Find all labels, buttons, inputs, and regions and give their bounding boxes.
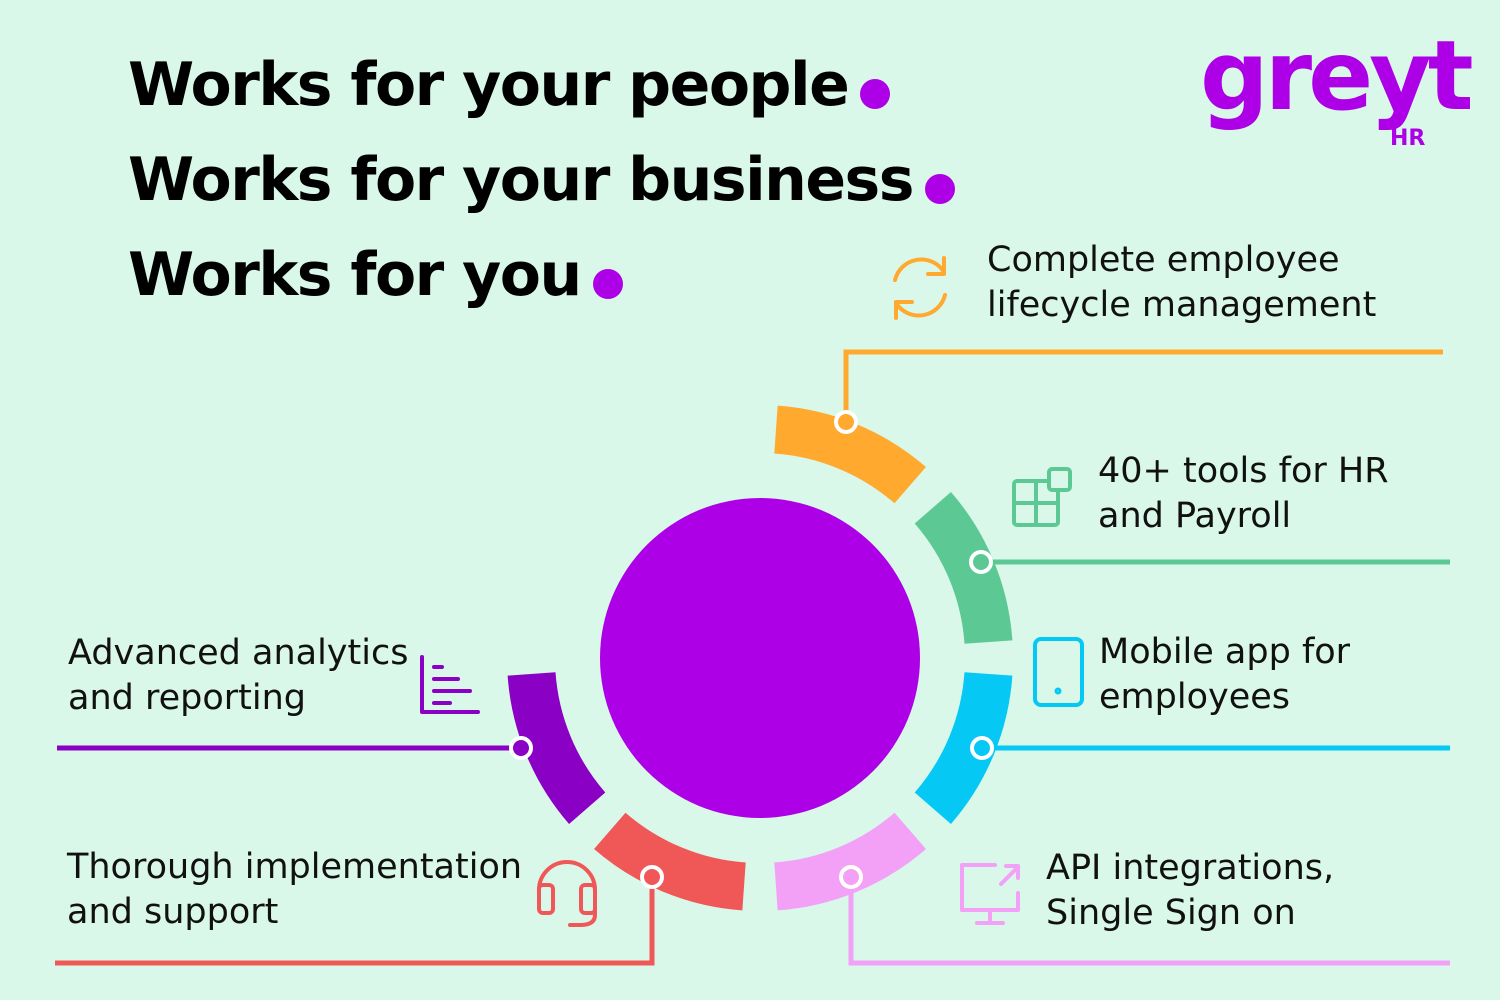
feature-text: and support — [67, 892, 279, 932]
feature-label-analytics: Advanced analytics and reporting — [68, 631, 408, 721]
connector-line-implementation — [55, 877, 655, 966]
feature-text: Single Sign on — [1046, 893, 1296, 933]
headline-business: Works for your business — [128, 150, 955, 210]
ring-segment-hr-tools — [914, 492, 1013, 644]
feature-label-lifecycle: Complete employee lifecycle management — [987, 238, 1376, 328]
feature-label-mobile-app: Mobile app for employees — [1099, 630, 1350, 720]
logo: greyt — [1200, 20, 1474, 132]
ring-segment-analytics — [507, 672, 606, 824]
headline-you: Works for you — [128, 245, 623, 305]
monitor-share-icon — [960, 863, 1020, 925]
logo-suffix: HR — [1390, 126, 1426, 151]
analytics-icon — [420, 655, 480, 714]
apps-icon — [1012, 467, 1072, 527]
headline-dot — [860, 79, 891, 109]
connector-dot-lifecycle — [834, 410, 858, 434]
center-circle — [600, 498, 920, 818]
headline-text: Works for your people — [128, 50, 850, 120]
feature-text: Mobile app for — [1099, 632, 1351, 672]
feature-text: 40+ tools for HR — [1098, 451, 1389, 491]
connector-dot-analytics — [509, 736, 533, 760]
connector-dot-api-integrations — [839, 865, 863, 889]
headline-people: Works for your people — [128, 55, 891, 115]
headline-text: Works for your business — [128, 145, 914, 215]
feature-text: and Payroll — [1098, 496, 1292, 536]
connector-line-lifecycle — [843, 349, 1443, 422]
ring-segment-implementation — [594, 812, 746, 911]
feature-label-hr-tools: 40+ tools for HR and Payroll — [1098, 449, 1389, 539]
headline-dot — [592, 269, 623, 299]
feature-text: and reporting — [68, 678, 306, 718]
feature-label-api-integrations: API integrations, Single Sign on — [1046, 846, 1334, 936]
refresh-icon — [893, 256, 947, 320]
ring-segment-lifecycle — [774, 405, 926, 504]
feature-text: employees — [1099, 677, 1290, 717]
feature-text: API integrations, — [1046, 848, 1335, 888]
connector-dot-mobile-app — [970, 736, 994, 760]
feature-text: Thorough implementation — [67, 847, 523, 887]
headline-text: Works for you — [128, 240, 582, 310]
feature-label-implementation: Thorough implementation and support — [67, 845, 522, 935]
mobile-icon — [1033, 637, 1084, 707]
connector-line-api-integrations — [848, 877, 1450, 966]
ring-segment-mobile-app — [914, 672, 1013, 824]
ring-segment-api-integrations — [774, 812, 926, 911]
headset-icon — [537, 860, 597, 927]
connector-dot-implementation — [640, 865, 664, 889]
feature-text: Complete employee — [987, 240, 1340, 280]
feature-text: Advanced analytics — [68, 633, 409, 673]
connector-dot-hr-tools — [969, 550, 993, 574]
feature-text: lifecycle management — [987, 285, 1377, 325]
headline-dot — [924, 174, 955, 204]
